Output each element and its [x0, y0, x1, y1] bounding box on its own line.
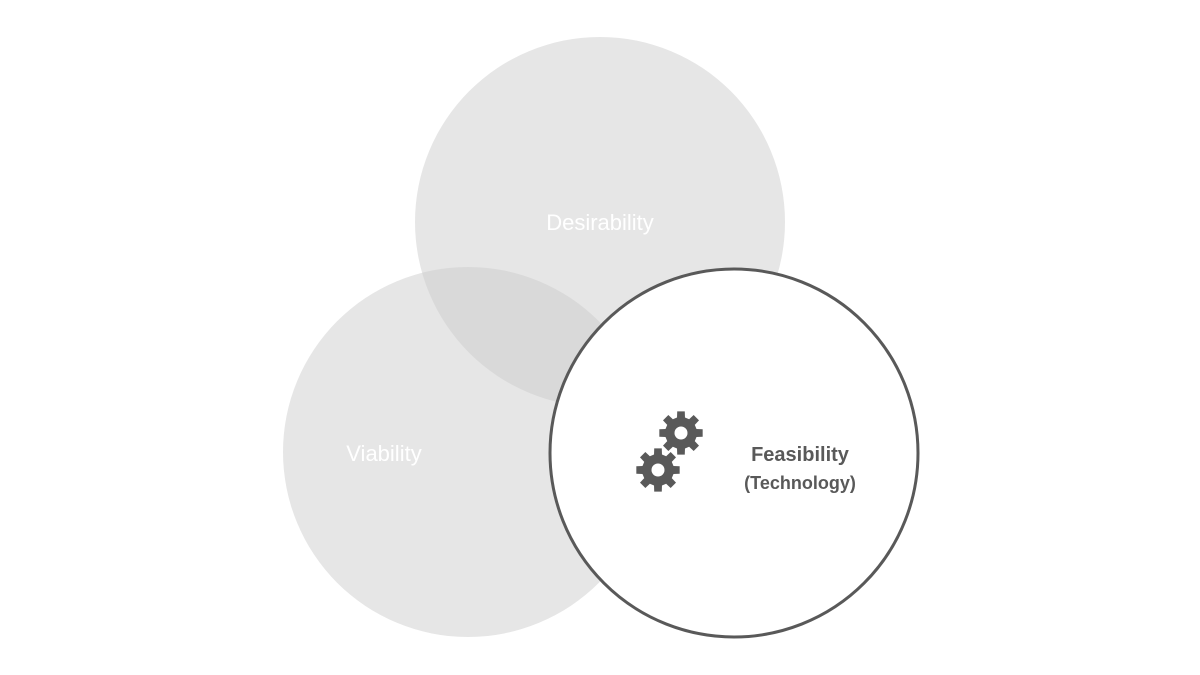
gear-large-hole	[674, 426, 688, 440]
label-viability: Viability	[346, 441, 421, 466]
circle-feasibility	[548, 267, 920, 639]
gear-small-hole	[651, 463, 665, 477]
label-feasibility: Feasibility	[751, 444, 850, 466]
label-feasibility-sublabel: (Technology)	[744, 473, 856, 493]
gears-icon	[636, 411, 703, 492]
label-desirability: Desirability	[546, 210, 654, 235]
overlap-desirability-viability	[415, 267, 653, 407]
